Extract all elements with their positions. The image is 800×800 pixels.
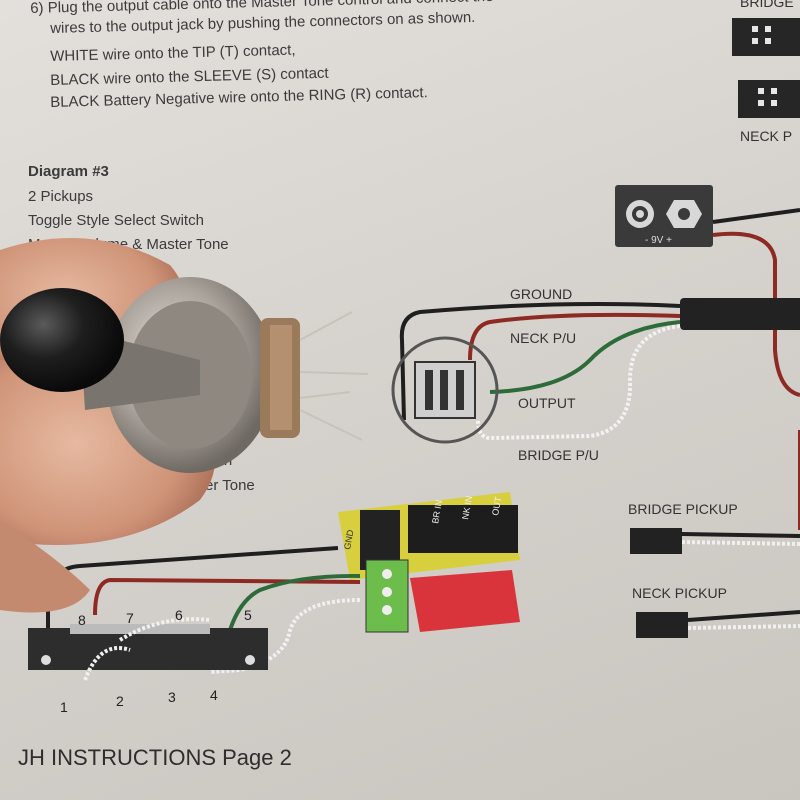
label-header-out: OUT: [490, 495, 503, 516]
label-bridge-top: BRIDGE: [740, 0, 794, 10]
switch-num-8: 8: [78, 612, 86, 628]
label-header-nk: NK IN: [460, 495, 474, 520]
output-jack: [391, 336, 499, 444]
footer-page-label: JH INSTRUCTIONS Page 2: [18, 745, 292, 770]
pcb-board: [338, 492, 520, 633]
switch-num-5: 5: [244, 607, 252, 623]
label-neck-top: NECK P: [740, 128, 793, 144]
switch-num-2: 2: [116, 693, 124, 709]
switch-num-3: 3: [168, 689, 176, 705]
switch-num-4: 4: [210, 687, 218, 703]
label-battery: - 9V +: [645, 235, 672, 246]
label-neck-pickup: NECK PICKUP: [632, 585, 727, 601]
toggle-knob: [0, 288, 200, 410]
label-gnd: GND: [342, 528, 355, 550]
diagram-line-1: 2 Pickups: [28, 188, 94, 205]
switch-lugs: [299, 311, 369, 441]
label-bridge-pickup: BRIDGE PICKUP: [628, 501, 738, 517]
battery-9v: [615, 185, 713, 247]
label-bridge-pu: BRIDGE P/U: [518, 447, 599, 463]
label-ground: GROUND: [510, 286, 572, 302]
switch-num-6: 6: [175, 607, 183, 623]
top-connector-1: [732, 18, 800, 56]
neck-pickup-connector: [636, 610, 800, 638]
diagram-title: Diagram #3: [28, 163, 109, 180]
diagram-line-2: Toggle Style Select Switch: [28, 212, 204, 229]
top-connector-2: [738, 80, 800, 118]
label-neck-pu: NECK P/U: [510, 330, 576, 346]
switch-num-7: 7: [126, 610, 134, 626]
label-header-br: BR IN: [430, 499, 444, 524]
bridge-pickup-connector: [630, 528, 800, 554]
switch-num-1: 1: [60, 699, 68, 715]
label-output: OUTPUT: [518, 395, 576, 411]
toggle-switch-diagram: [28, 617, 268, 681]
